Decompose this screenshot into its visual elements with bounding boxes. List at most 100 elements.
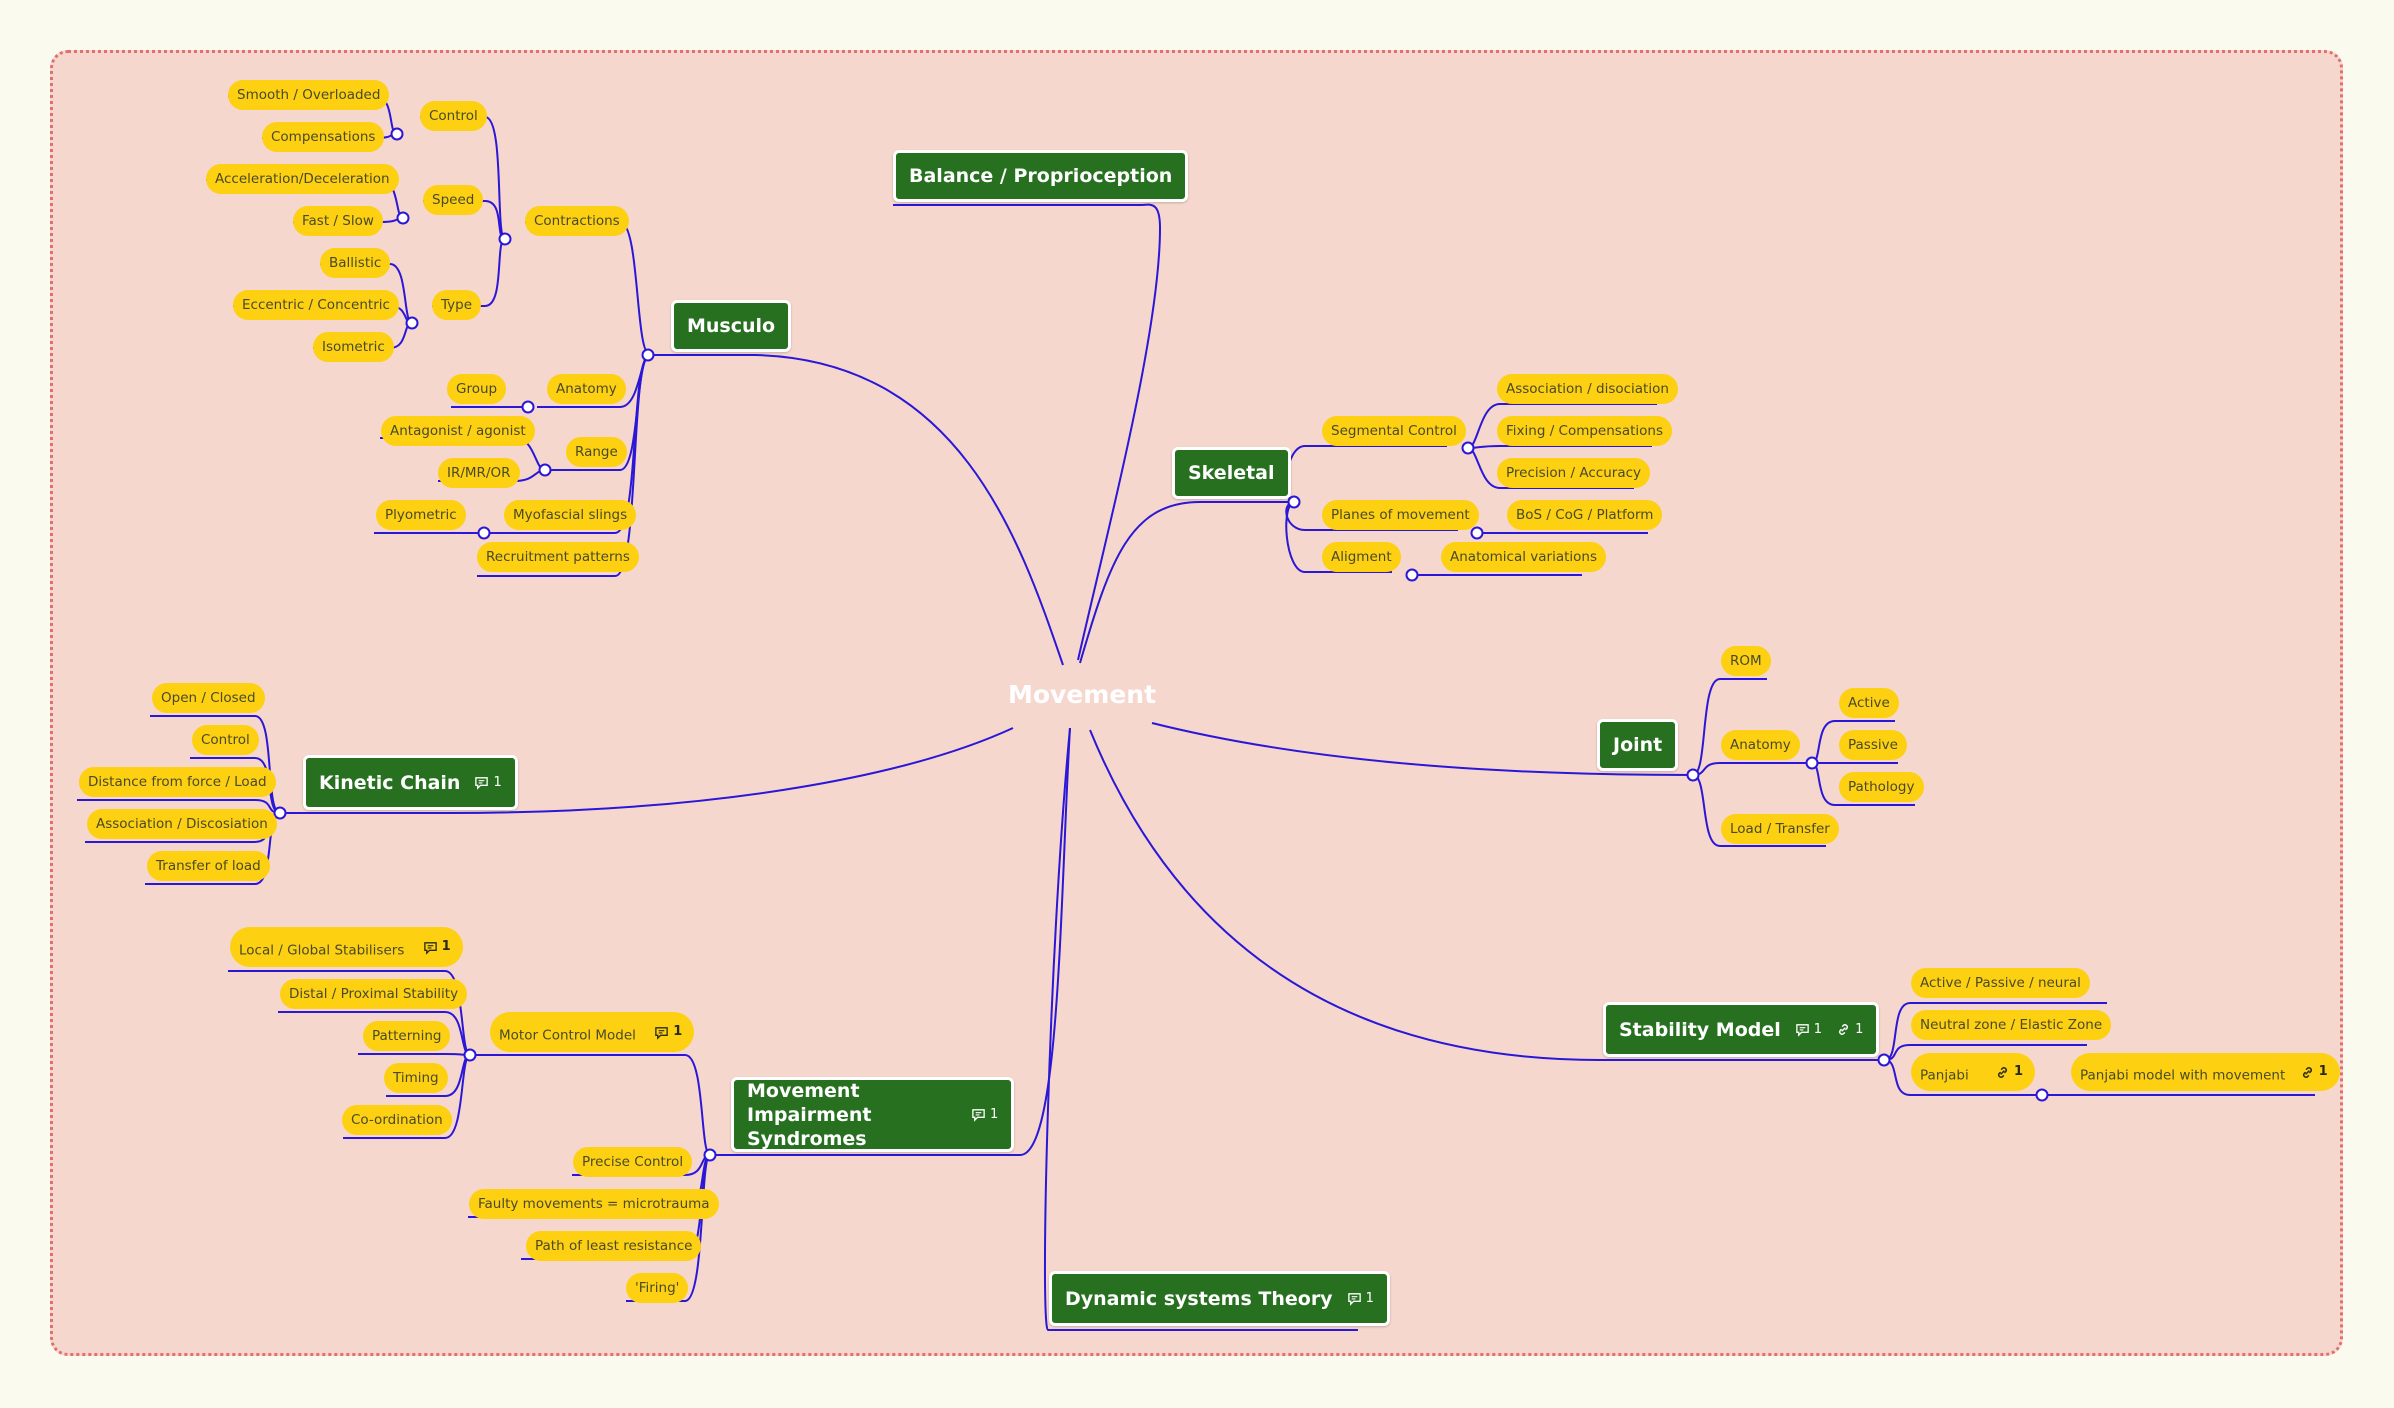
subtopic-bos-cog-platform[interactable]: BoS / CoG / Platform — [1507, 500, 1663, 530]
subtopic-eccentric-concentric[interactable]: Eccentric / Concentric — [233, 290, 399, 320]
subtopic-anatomy[interactable]: Anatomy — [1721, 730, 1800, 760]
subtopic-control[interactable]: Control — [420, 101, 487, 131]
comment-icon — [423, 941, 437, 955]
subtopic-anatomy[interactable]: Anatomy — [547, 374, 626, 404]
subtopic-smooth-overloaded[interactable]: Smooth / Overloaded — [228, 80, 390, 110]
subtopic-precise-control[interactable]: Precise Control — [573, 1147, 693, 1177]
link-badge[interactable]: 1 — [1995, 1053, 2023, 1091]
link-badge[interactable]: 1 — [2300, 1053, 2328, 1091]
subtopic-type[interactable]: Type — [432, 290, 482, 320]
subtopic-pathology[interactable]: Pathology — [1839, 772, 1924, 802]
subtopic-label: Panjabi model with movement — [2080, 1067, 2286, 1084]
link-badge[interactable]: 1 — [1836, 1022, 1863, 1037]
link-icon — [2302, 1066, 2312, 1078]
subtopic-active-passive-neural[interactable]: Active / Passive / neural — [1911, 968, 2090, 998]
topic-skeletal[interactable]: Skeletal — [1172, 447, 1291, 499]
subtopic-patterning[interactable]: Patterning — [363, 1021, 451, 1051]
topic-label: Dynamic systems Theory — [1065, 1287, 1333, 1310]
topic-joint[interactable]: Joint — [1597, 719, 1679, 771]
subtopic-local-global-stabilisers[interactable]: Local / Global Stabilisers 1 — [230, 927, 463, 967]
topic-balance-proprioception[interactable]: Balance / Proprioception — [893, 150, 1189, 202]
subtopic-transfer-of-load[interactable]: Transfer of load — [147, 851, 270, 881]
comment-icon — [972, 1109, 985, 1122]
topic-label: Joint — [1613, 734, 1663, 756]
subtopic-acceleration[interactable]: Acceleration/Deceleration — [206, 164, 399, 194]
subtopic-path-of-least-resistance[interactable]: Path of least resistance — [526, 1231, 702, 1261]
topic-stability-model[interactable]: Stability Model 1 1 — [1603, 1002, 1880, 1057]
subtopic-aligment[interactable]: Aligment — [1322, 542, 1401, 572]
comment-badge[interactable]: 1 — [971, 1107, 998, 1122]
comment-badge[interactable]: 1 — [1347, 1291, 1374, 1306]
topic-musculo[interactable]: Musculo — [671, 300, 792, 352]
link-count: 1 — [1855, 1022, 1864, 1037]
subtopic-fixing-compensations[interactable]: Fixing / Compensations — [1497, 416, 1672, 446]
topic-label: Kinetic Chain — [319, 771, 461, 794]
comment-icon — [475, 777, 489, 790]
topic-label: Skeletal — [1188, 462, 1275, 484]
subtopic-precision-accuracy[interactable]: Precision / Accuracy — [1497, 458, 1650, 488]
subtopic-open-closed[interactable]: Open / Closed — [152, 683, 265, 713]
subtopic-co-ordination[interactable]: Co-ordination — [342, 1105, 452, 1135]
subtopic-antagonist-agonist[interactable]: Antagonist / agonist — [381, 416, 535, 446]
subtopic-speed[interactable]: Speed — [423, 185, 484, 215]
comment-count: 1 — [441, 939, 451, 954]
topic-label: Balance / Proprioception — [909, 165, 1173, 187]
subtopic-isometric[interactable]: Isometric — [313, 332, 394, 362]
subtopic-active[interactable]: Active — [1839, 688, 1899, 718]
subtopic-passive[interactable]: Passive — [1839, 730, 1907, 760]
subtopic-fast-slow[interactable]: Fast / Slow — [293, 206, 383, 236]
subtopic-anatomical-variations[interactable]: Anatomical variations — [1441, 542, 1606, 572]
comment-count: 1 — [1365, 1291, 1374, 1306]
topic-label: Stability Model — [1619, 1018, 1781, 1041]
subtopic-motor-control-model[interactable]: Motor Control Model 1 — [490, 1012, 695, 1052]
topic-label: Movement Impairment Syndromes — [747, 1079, 872, 1150]
topic-label: Musculo — [687, 315, 776, 337]
subtopic-segmental-control[interactable]: Segmental Control — [1322, 416, 1466, 446]
subtopic-firing[interactable]: 'Firing' — [626, 1273, 689, 1303]
subtopic-label: Local / Global Stabilisers — [239, 942, 405, 959]
link-icon — [1839, 1024, 1848, 1035]
subtopic-distance-from-force[interactable]: Distance from force / Load — [79, 767, 276, 797]
comment-badge[interactable]: 1 — [474, 775, 502, 790]
subtopic-range[interactable]: Range — [566, 437, 627, 467]
subtopic-panjabi-model-with-movement[interactable]: Panjabi model with movement 1 — [2071, 1053, 2340, 1091]
link-count: 1 — [2318, 1064, 2328, 1079]
subtopic-group[interactable]: Group — [447, 374, 507, 404]
comment-count: 1 — [1813, 1022, 1823, 1037]
subtopic-control[interactable]: Control — [192, 725, 259, 755]
subtopic-ballistic[interactable]: Ballistic — [320, 248, 391, 278]
comment-count: 1 — [673, 1024, 683, 1039]
subtopic-rom[interactable]: ROM — [1721, 646, 1771, 676]
comment-count: 1 — [990, 1107, 999, 1122]
topic-kinetic-chain[interactable]: Kinetic Chain 1 — [303, 755, 518, 810]
central-topic[interactable]: Movement — [1008, 680, 1157, 709]
topic-movement-impairment-syndromes[interactable]: Movement Impairment Syndromes 1 — [731, 1077, 1015, 1152]
subtopic-label: Panjabi — [1920, 1067, 1969, 1084]
subtopic-association-disociation[interactable]: Association / disociation — [1497, 374, 1678, 404]
comment-icon — [1347, 1293, 1361, 1306]
topic-dynamic-systems-theory[interactable]: Dynamic systems Theory 1 — [1049, 1271, 1390, 1326]
comment-badge[interactable]: 1 — [423, 927, 451, 967]
comment-badge[interactable]: 1 — [654, 1012, 682, 1052]
subtopic-label: Motor Control Model — [499, 1027, 636, 1044]
subtopic-compensations[interactable]: Compensations — [262, 122, 385, 152]
subtopic-recruitment-patterns[interactable]: Recruitment patterns — [477, 542, 639, 572]
subtopic-ir-mr-or[interactable]: IR/MR/OR — [438, 458, 520, 488]
link-icon — [1998, 1066, 2007, 1078]
subtopic-myofascial-slings[interactable]: Myofascial slings — [504, 500, 637, 530]
comment-icon — [655, 1026, 669, 1040]
comment-count: 1 — [493, 775, 502, 790]
comment-icon — [1796, 1024, 1809, 1037]
subtopic-timing[interactable]: Timing — [384, 1063, 448, 1093]
subtopic-faulty-movements[interactable]: Faulty movements = microtrauma — [469, 1189, 719, 1219]
subtopic-planes-of-movement[interactable]: Planes of movement — [1322, 500, 1479, 530]
subtopic-panjabi[interactable]: Panjabi 1 — [1911, 1053, 2036, 1091]
subtopic-association-discosiation[interactable]: Association / Discosiation — [87, 809, 277, 839]
subtopic-load-transfer[interactable]: Load / Transfer — [1721, 814, 1839, 844]
subtopic-distal-proximal-stability[interactable]: Distal / Proximal Stability — [280, 979, 468, 1009]
comment-badge[interactable]: 1 — [1795, 1022, 1822, 1037]
subtopic-neutral-zone[interactable]: Neutral zone / Elastic Zone — [1911, 1010, 2112, 1040]
subtopic-plyometric[interactable]: Plyometric — [376, 500, 466, 530]
subtopic-contractions[interactable]: Contractions — [525, 206, 629, 236]
